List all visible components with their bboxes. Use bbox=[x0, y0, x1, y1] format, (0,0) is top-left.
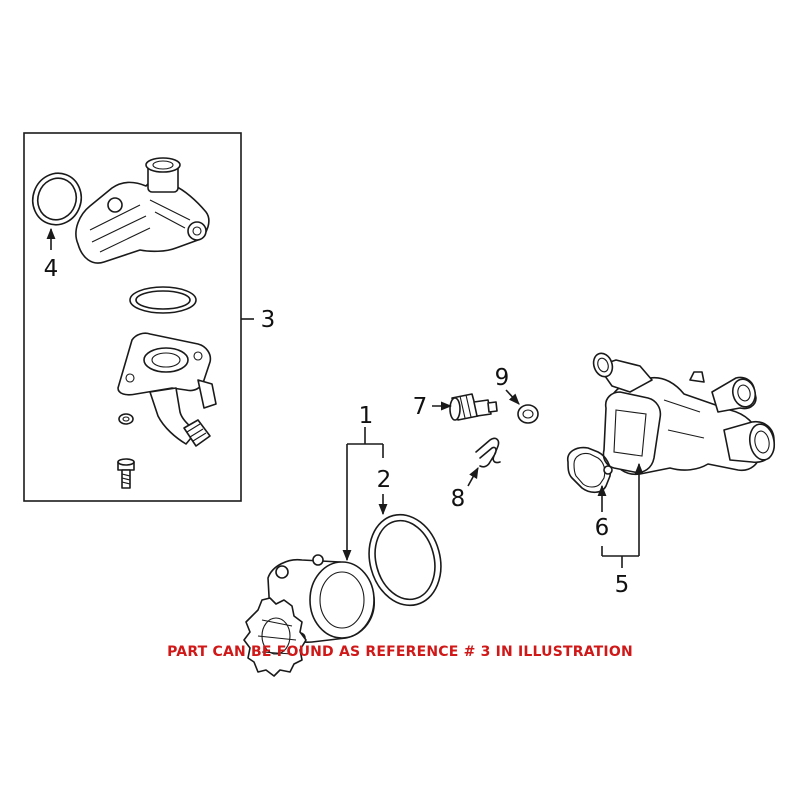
callout-8: 8 bbox=[451, 486, 466, 512]
callout-5: 5 bbox=[615, 572, 630, 598]
part-1-water-pump bbox=[243, 554, 375, 677]
callout-9-leader bbox=[505, 389, 520, 405]
callout-1: 1 bbox=[359, 403, 374, 429]
assembly-3-box bbox=[23, 132, 242, 502]
callout-9: 9 bbox=[495, 365, 510, 391]
part-9-seal bbox=[517, 404, 539, 424]
housing-gasket bbox=[129, 286, 197, 314]
bolt bbox=[117, 458, 135, 489]
reference-note: PART CAN BE FOUND AS REFERENCE # 3 IN IL… bbox=[167, 644, 633, 660]
part-5-coolant-flange bbox=[592, 352, 776, 476]
part-2-o-ring bbox=[368, 513, 442, 607]
part-6-gasket bbox=[566, 446, 613, 494]
lower-housing bbox=[117, 332, 217, 447]
callout-8-leader bbox=[467, 467, 479, 487]
upper-housing bbox=[75, 157, 210, 264]
callout-3: 3 bbox=[261, 307, 276, 333]
part-7-sensor bbox=[449, 393, 498, 421]
part-4-o-ring bbox=[31, 172, 83, 226]
callout-2: 2 bbox=[377, 467, 392, 493]
washer bbox=[118, 413, 134, 425]
part-8-clip bbox=[475, 437, 501, 468]
callout-7: 7 bbox=[413, 394, 428, 420]
callout-6: 6 bbox=[595, 515, 610, 541]
callout-4: 4 bbox=[44, 256, 59, 282]
